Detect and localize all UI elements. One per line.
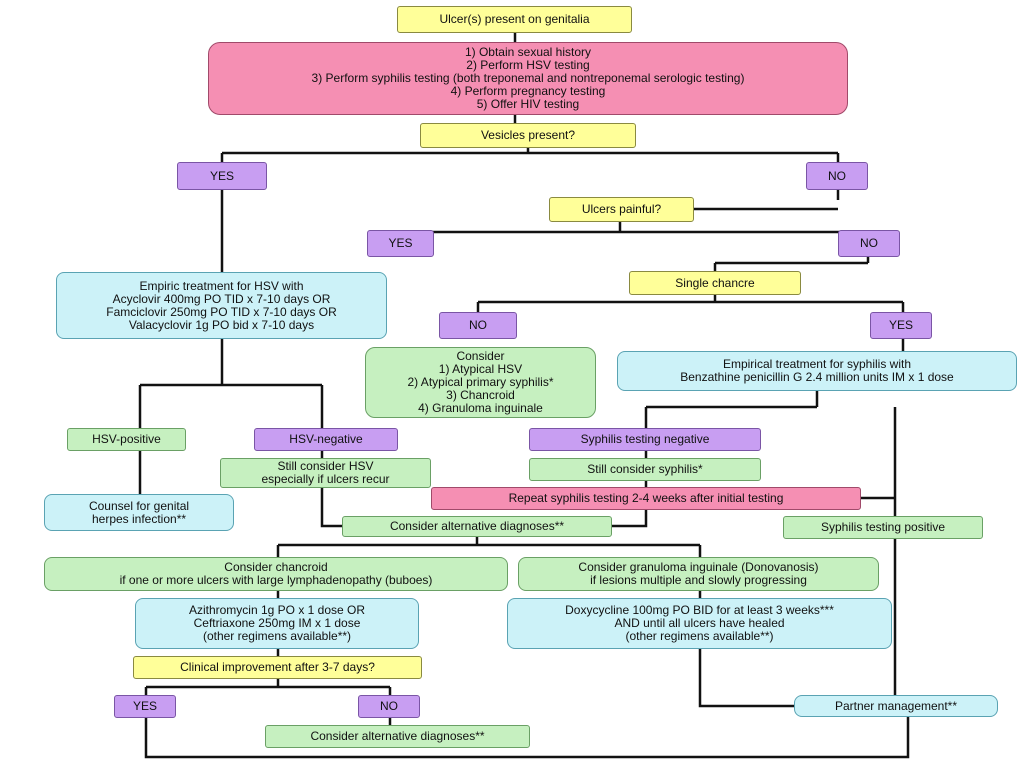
single-chancre-question: Single chancre: [629, 271, 801, 295]
initial-steps-box: 1) Obtain sexual history 2) Perform HSV …: [208, 42, 848, 115]
hsv-positive-box: HSV-positive: [67, 428, 186, 451]
partner-management-box: Partner management**: [794, 695, 998, 717]
clinical-improvement-question: Clinical improvement after 3-7 days?: [133, 656, 422, 679]
vesicles-no-box: NO: [806, 162, 868, 190]
consider-chancroid-box: Consider chancroid if one or more ulcers…: [44, 557, 508, 591]
connector-line-35: [612, 510, 648, 528]
consider-differential-box: Consider 1) Atypical HSV 2) Atypical pri…: [365, 347, 596, 418]
syphilis-negative-box: Syphilis testing negative: [529, 428, 761, 451]
connector-line-50: [144, 717, 910, 759]
syphilis-positive-box: Syphilis testing positive: [783, 516, 983, 539]
vesicles-present-question: Vesicles present?: [420, 123, 636, 148]
painful-no-box: NO: [838, 230, 900, 257]
alternative-diagnoses-box-2: Consider alternative diagnoses**: [265, 725, 530, 748]
improve-yes-box: YES: [114, 695, 176, 718]
vesicles-yes-box: YES: [177, 162, 267, 190]
still-consider-hsv-box: Still consider HSV especially if ulcers …: [220, 458, 431, 488]
connector-line-48: [698, 649, 794, 708]
empirical-syphilis-treatment-box: Empirical treatment for syphilis with Be…: [617, 351, 1017, 391]
chancre-yes-box: YES: [870, 312, 932, 339]
ulcers-painful-question: Ulcers painful?: [549, 197, 694, 222]
counsel-herpes-box: Counsel for genital herpes infection**: [44, 494, 234, 531]
doxycycline-treatment-box: Doxycycline 100mg PO BID for at least 3 …: [507, 598, 892, 649]
hsv-negative-box: HSV-negative: [254, 428, 398, 451]
consider-granuloma-box: Consider granuloma inguinale (Donovanosi…: [518, 557, 879, 591]
repeat-syphilis-testing-box: Repeat syphilis testing 2-4 weeks after …: [431, 487, 861, 510]
empiric-hsv-treatment-box: Empiric treatment for HSV with Acyclovir…: [56, 272, 387, 339]
still-consider-syphilis-box: Still consider syphilis*: [529, 458, 761, 481]
improve-no-box: NO: [358, 695, 420, 718]
azithromycin-treatment-box: Azithromycin 1g PO x 1 dose OR Ceftriaxo…: [135, 598, 419, 649]
painful-yes-box: YES: [367, 230, 434, 257]
alternative-diagnoses-box-1: Consider alternative diagnoses**: [342, 516, 612, 537]
connector-line-34: [320, 488, 342, 528]
ulcers-present-box: Ulcer(s) present on genitalia: [397, 6, 632, 33]
chancre-no-box: NO: [439, 312, 517, 339]
